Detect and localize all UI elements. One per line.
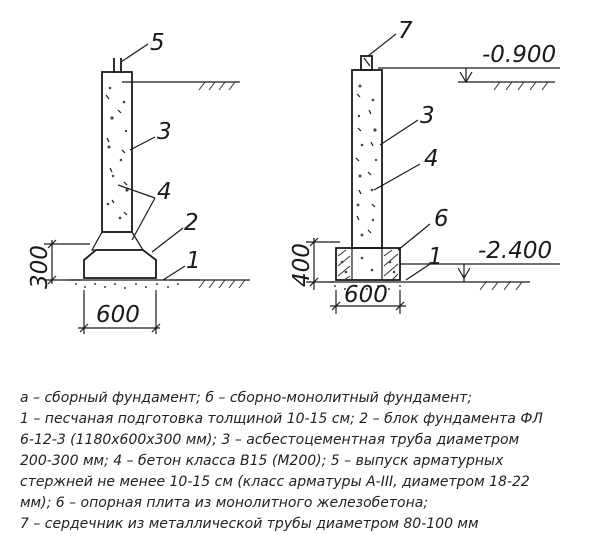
sand-bedding-a <box>70 279 250 289</box>
label-7-b: 7 <box>398 18 413 44</box>
caption-line: 1 – песчаная подготовка толщиной 10-15 с… <box>20 411 543 427</box>
caption-line: 6-12-3 (1180х600х300 мм); 3 – асбестоцем… <box>20 432 520 448</box>
elevation-bottom: -2.400 <box>478 238 552 264</box>
dimension-300: 300 <box>27 245 53 289</box>
label-3-b: 3 <box>420 103 435 129</box>
caption-line: стержней не менее 10-15 см (класс армату… <box>20 474 530 490</box>
asbestos-pipe-a <box>101 71 133 233</box>
ground-line-a <box>122 81 240 91</box>
rebar-outlet-a <box>113 58 122 73</box>
elevation-top: -0.900 <box>482 42 556 68</box>
label-4-a: 4 <box>157 179 172 205</box>
label-6-b: 6 <box>434 206 449 232</box>
dimension-height-a <box>44 239 90 285</box>
leaders-a <box>117 43 186 281</box>
dimension-600-a: 600 <box>96 302 140 328</box>
dimension-400: 400 <box>289 243 315 287</box>
dimension-600-b: 600 <box>344 282 388 308</box>
sand-bedding-b <box>330 263 560 291</box>
dimension-height-b <box>306 237 340 290</box>
support-plate-b <box>335 247 401 281</box>
caption-line: 200-300 мм; 4 – бетон класса В15 (М200);… <box>20 453 504 469</box>
label-2-a: 2 <box>184 210 199 236</box>
precast-monolithic-foundation: -0.900 <box>289 18 560 314</box>
precast-foundation: 5 3 4 2 1 300 600 <box>27 30 250 334</box>
steel-core-b <box>360 55 373 71</box>
caption-line: а – сборный фундамент; б – сборно-моноли… <box>20 390 473 406</box>
caption-line: 7 – сердечник из металлической трубы диа… <box>20 516 479 532</box>
legend-caption: а – сборный фундамент; б – сборно-моноли… <box>20 388 590 535</box>
dimension-width-a <box>78 290 161 334</box>
dimension-width-b <box>330 290 406 314</box>
leaders-b <box>367 33 431 281</box>
label-1-a: 1 <box>186 248 201 274</box>
label-1-b: 1 <box>428 244 443 270</box>
label-4-b: 4 <box>424 146 439 172</box>
asbestos-pipe-b <box>351 69 383 249</box>
foundation-drawing: 5 3 4 2 1 300 600 <box>27 18 560 334</box>
ground-line-b <box>378 67 560 91</box>
foundation-block-a <box>83 249 157 279</box>
label-3-a: 3 <box>157 119 172 145</box>
caption-line: мм); 6 – опорная плита из монолитного же… <box>20 495 429 511</box>
label-5-a: 5 <box>150 30 165 56</box>
